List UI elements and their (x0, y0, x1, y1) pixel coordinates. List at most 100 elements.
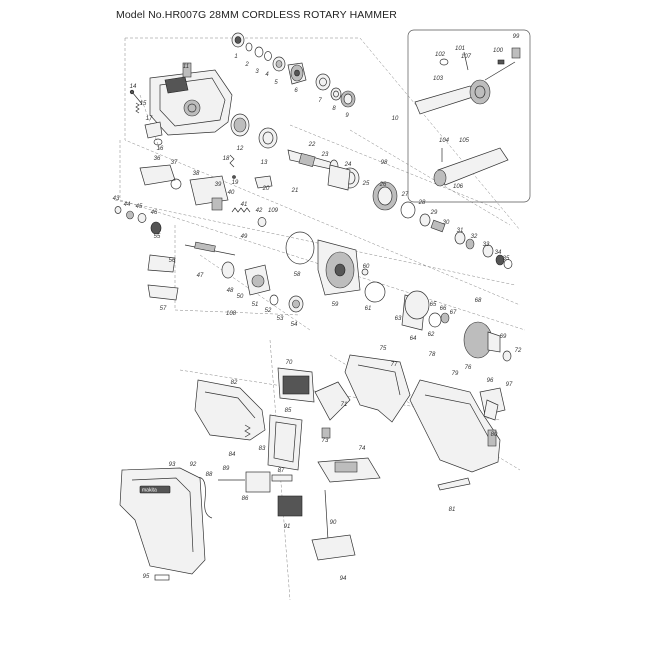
part-number-label: 98 (381, 160, 388, 166)
part-number-label: 40 (228, 190, 235, 196)
part-number-label: 67 (450, 310, 457, 316)
part-number-label: 52 (265, 308, 272, 314)
part-number-label: 87 (278, 468, 285, 474)
part-number-label: 7 (318, 98, 322, 104)
part-1-bearing (231, 32, 245, 48)
part-47-shaft (184, 241, 236, 256)
part-number-label: 78 (429, 352, 436, 358)
part-number-label: 36 (154, 156, 161, 162)
part-3-ring (254, 46, 264, 58)
part-55-57-switch-parts (147, 254, 179, 301)
part-number-label: 109 (268, 208, 279, 214)
part-number-label: 14 (130, 84, 137, 90)
part-number-label: 34 (495, 250, 502, 256)
part-5-bearing (272, 56, 286, 72)
part-number-label: 99 (513, 34, 520, 40)
part-number-label: 59 (332, 302, 339, 308)
part-number-label: 106 (453, 184, 464, 190)
part-number-label: 94 (340, 576, 347, 582)
part-number-label: 66 (440, 306, 447, 312)
part-number-label: 100 (493, 48, 504, 54)
part-number-label: 82 (231, 380, 238, 386)
part-number-label: 20 (262, 186, 270, 192)
part-number-label: 41 (241, 202, 248, 208)
part-101-102-pin (439, 51, 469, 71)
part-number-label: 1 (234, 54, 237, 60)
part-number-label: 38 (193, 171, 200, 177)
part-number-label: 12 (237, 146, 244, 152)
part-99-100-bolt (497, 47, 521, 65)
part-number-label: 80 (491, 432, 498, 438)
part-number-label: 70 (286, 360, 293, 366)
part-number-label: 46 (151, 210, 158, 216)
part-number-label: 93 (169, 462, 176, 468)
part-number-label: 73 (322, 438, 329, 444)
part-number-label: 74 (359, 446, 366, 452)
part-number-label: 96 (487, 378, 494, 384)
part-number-label: 79 (452, 371, 459, 377)
part-26-98-clutch-gear (372, 181, 398, 211)
part-number-label: 24 (344, 162, 352, 168)
part-number-label: 10 (392, 116, 399, 122)
part-number-label: 31 (457, 228, 464, 234)
part-number-label: 69 (500, 334, 507, 340)
part-number-label: 57 (160, 306, 167, 312)
part-number-label: 65 (430, 302, 437, 308)
part-number-label: 28 (418, 200, 426, 206)
front-bearing-group (231, 32, 356, 108)
part-number-label: 62 (428, 332, 435, 338)
part-2-ring (245, 42, 253, 52)
part-number-label: 102 (435, 52, 446, 58)
part-number-label: 107 (461, 54, 472, 60)
part-number-label: 51 (252, 302, 259, 308)
part-number-label: 90 (330, 520, 337, 526)
part-7-sleeve (315, 73, 331, 91)
part-4-ring (264, 51, 272, 61)
part-16-17-clutch-parts (144, 121, 163, 146)
part-number-label: 9 (345, 113, 349, 119)
part-number-label: 32 (471, 234, 478, 240)
part-number-label: 23 (321, 152, 329, 158)
part-number-label: 48 (227, 288, 234, 294)
part-86-battery-terminal (218, 471, 271, 493)
part-number-label: 68 (475, 298, 482, 304)
part-number-label: 30 (443, 220, 450, 226)
part-12-bearing (230, 113, 250, 137)
part-number-label: 8 (332, 106, 336, 112)
part-87-91-terminal-parts (271, 474, 303, 517)
part-18-20-spindle-small (229, 154, 273, 189)
part-number-label: 81 (449, 507, 456, 513)
part-number-label: 103 (433, 76, 444, 82)
part-9-cap (340, 90, 356, 108)
brand-mark-text: makita (142, 488, 157, 494)
part-81-clip (437, 477, 471, 491)
part-number-label: 71 (341, 402, 348, 408)
part-number-label: 63 (395, 316, 402, 322)
part-104-106-handle-assembly (433, 147, 509, 187)
part-43-46-small-bearings (114, 206, 162, 235)
part-number-label: 18 (223, 156, 230, 162)
part-82-motor-housing-left (194, 379, 266, 441)
part-number-label: 49 (241, 234, 248, 240)
part-number-label: 91 (284, 524, 291, 530)
part-number-label: 42 (256, 208, 263, 214)
part-10-side-handle-box (407, 29, 531, 203)
part-number-label: 25 (362, 181, 370, 187)
part-71-73-switch (314, 381, 351, 439)
part-number-label: 44 (124, 202, 131, 208)
part-number-label: 58 (294, 272, 301, 278)
part-74-controller (317, 457, 381, 483)
part-number-label: 37 (171, 160, 178, 166)
part-number-label: 77 (391, 362, 398, 368)
part-number-label: 3 (255, 69, 259, 75)
part-number-label: 105 (459, 138, 470, 144)
part-number-label: 61 (365, 306, 372, 312)
part-number-label: 43 (113, 196, 120, 202)
part-number-label: 17 (146, 116, 153, 122)
part-number-label: 108 (226, 311, 237, 317)
part-83-85-bracket (244, 414, 303, 471)
part-number-label: 72 (515, 348, 522, 354)
part-24-25-cylinder (327, 164, 360, 191)
